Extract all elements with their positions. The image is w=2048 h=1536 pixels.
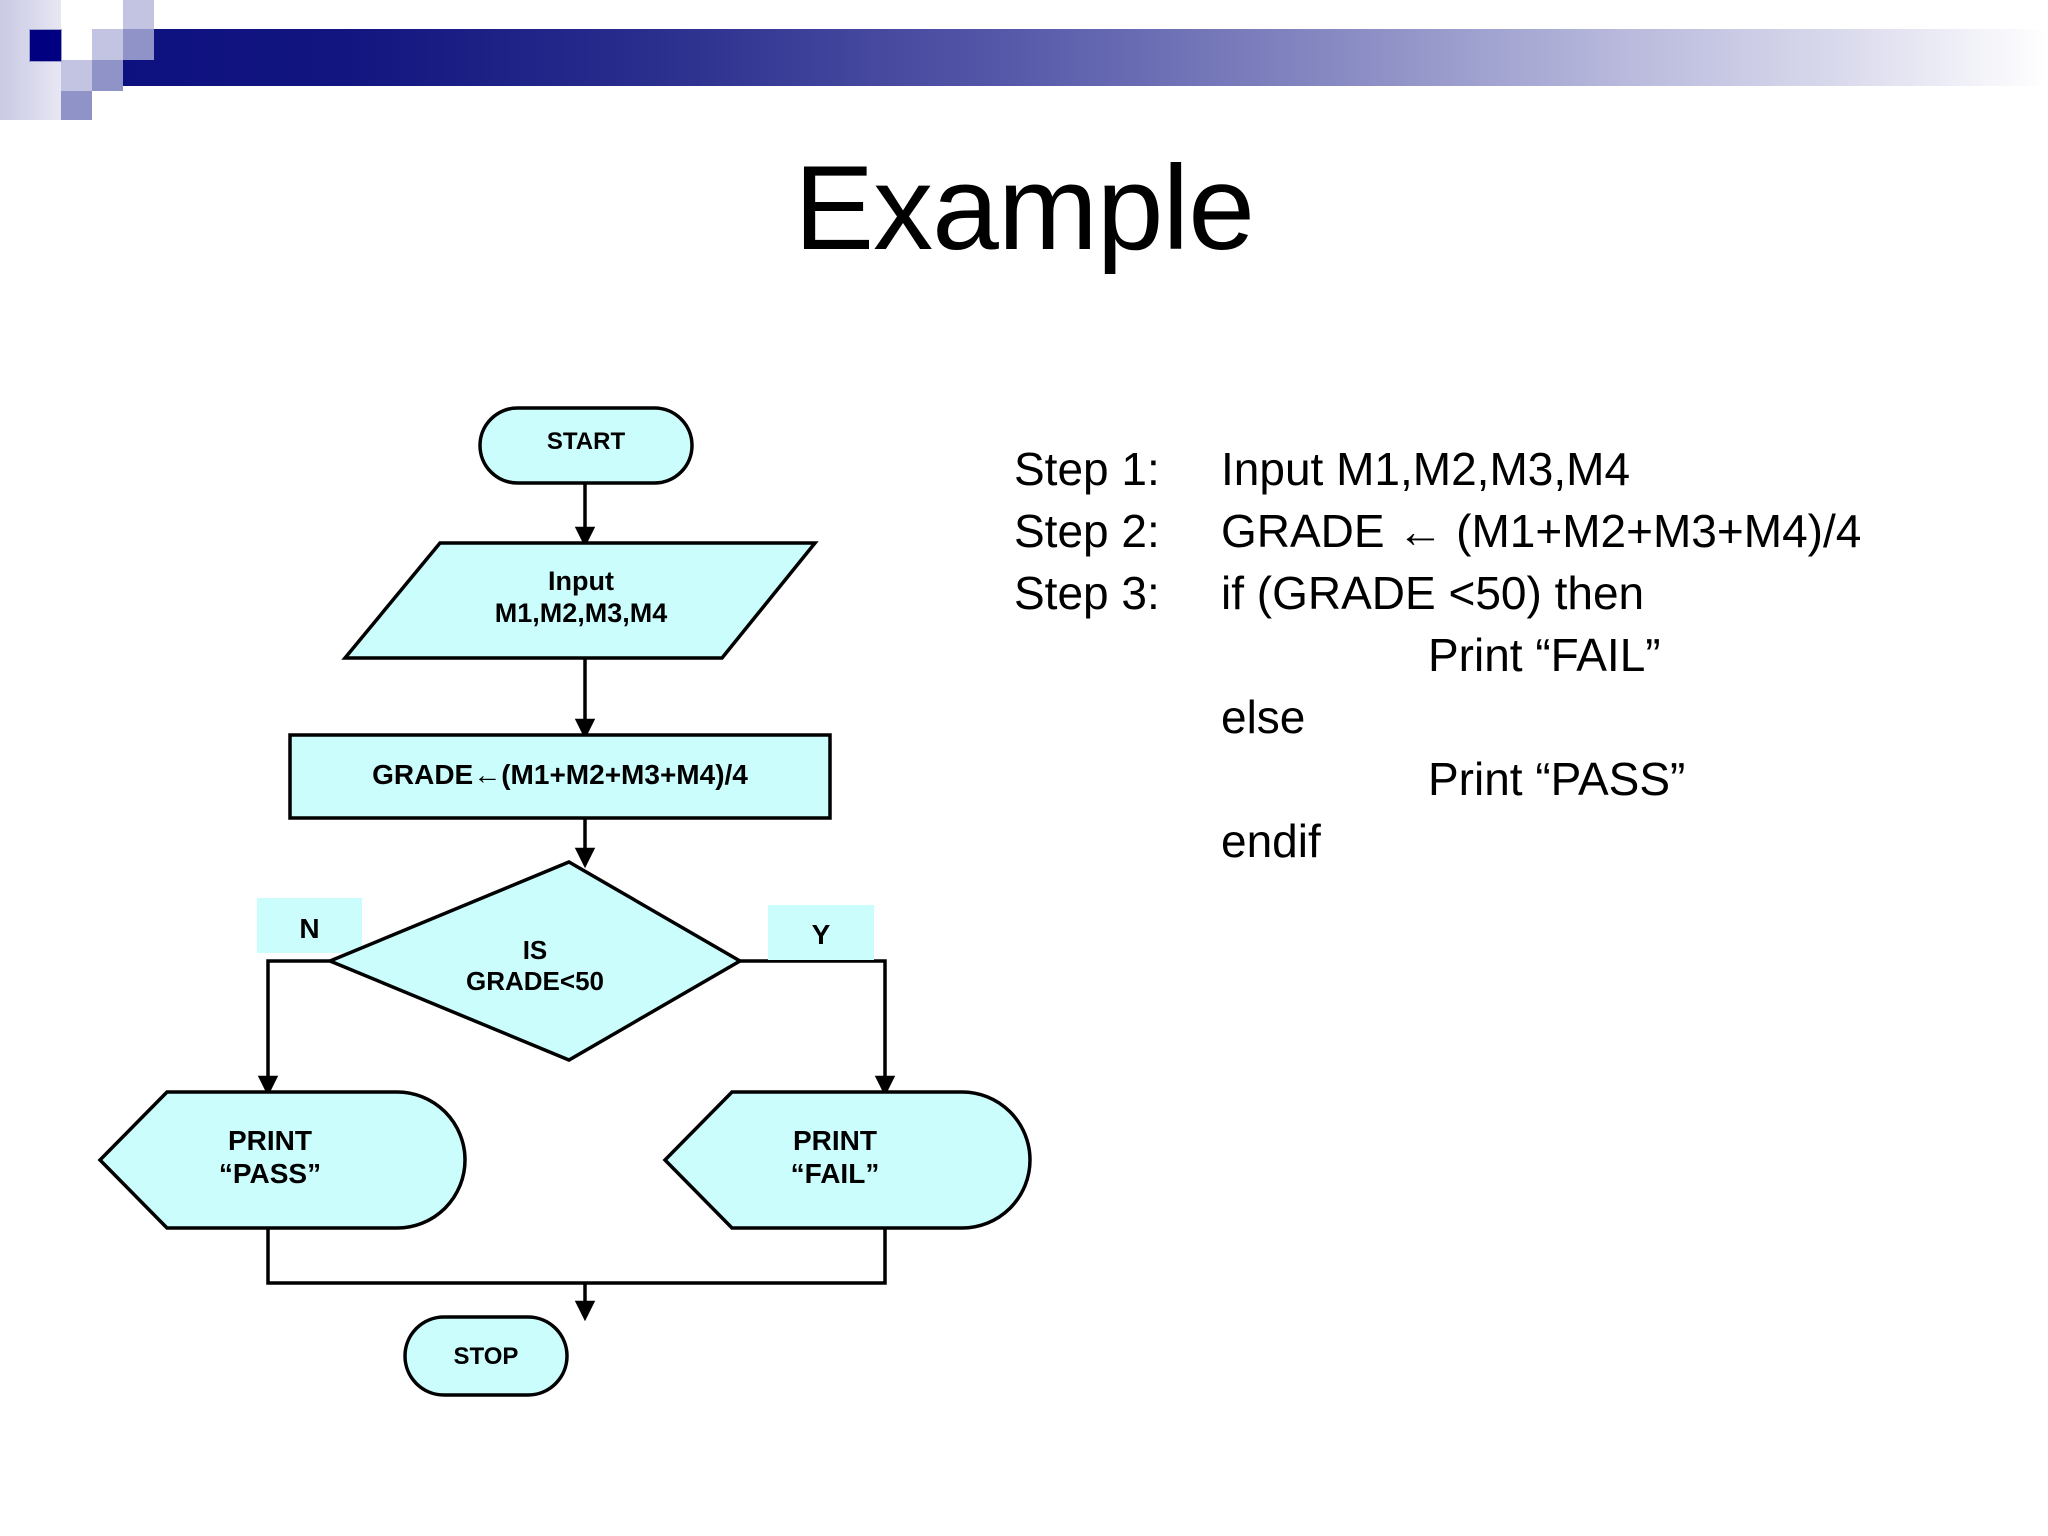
pseudocode-line: Print “FAIL” [1014,624,2024,686]
node-stop-shape [403,1315,569,1397]
pseudocode-step-text: Input M1,M2,M3,M4 [1221,443,1631,495]
pseudocode-line: Step 1: Input M1,M2,M3,M4 [1014,438,2024,500]
pseudocode-line: Step 3: if (GRADE <50) then [1014,562,2024,624]
pseudocode-step-text: Print “FAIL” [1428,629,1661,681]
branch-label-no-box [257,898,362,953]
pseudocode-step-text: Print “PASS” [1428,753,1686,805]
pseudocode-line: else [1014,686,2024,748]
node-process-shape [288,733,832,820]
connector-yes-branch [740,959,896,1097]
branch-label-yes-box [768,905,874,960]
node-decision-shape [325,860,744,1062]
pseudocode-step-label: Step 3: [1014,567,1160,619]
node-input-shape [341,541,819,660]
pseudocode-line: Step 2: GRADE ← (M1+M2+M3+M4)/4 [1014,500,2024,562]
pseudocode-step-label: Step 1: [1014,443,1160,495]
pseudocode-step-text: GRADE ← (M1+M2+M3+M4)/4 [1221,505,1862,557]
connector-fail-merge [585,1228,887,1285]
page-title: Example [794,141,1255,275]
pseudocode-step-text: endif [1221,815,1321,867]
pseudocode-step-label: Step 2: [1014,505,1160,557]
flowchart-diagram: START Input M1,M2,M3,M4 GRADE←(M1+M2+M3+… [97,406,1032,1397]
pseudocode-step-text: if (GRADE <50) then [1221,567,1645,619]
node-print-pass-shape [97,1090,467,1230]
connector-pass-merge [266,1228,585,1285]
pseudocode-line: endif [1014,810,2024,872]
pseudocode-step-text: else [1221,691,1306,743]
node-start-shape [478,406,694,485]
node-print-fail-shape [662,1090,1032,1230]
connector-no-branch [257,959,330,1097]
pseudocode-line: Print “PASS” [1014,748,2024,810]
